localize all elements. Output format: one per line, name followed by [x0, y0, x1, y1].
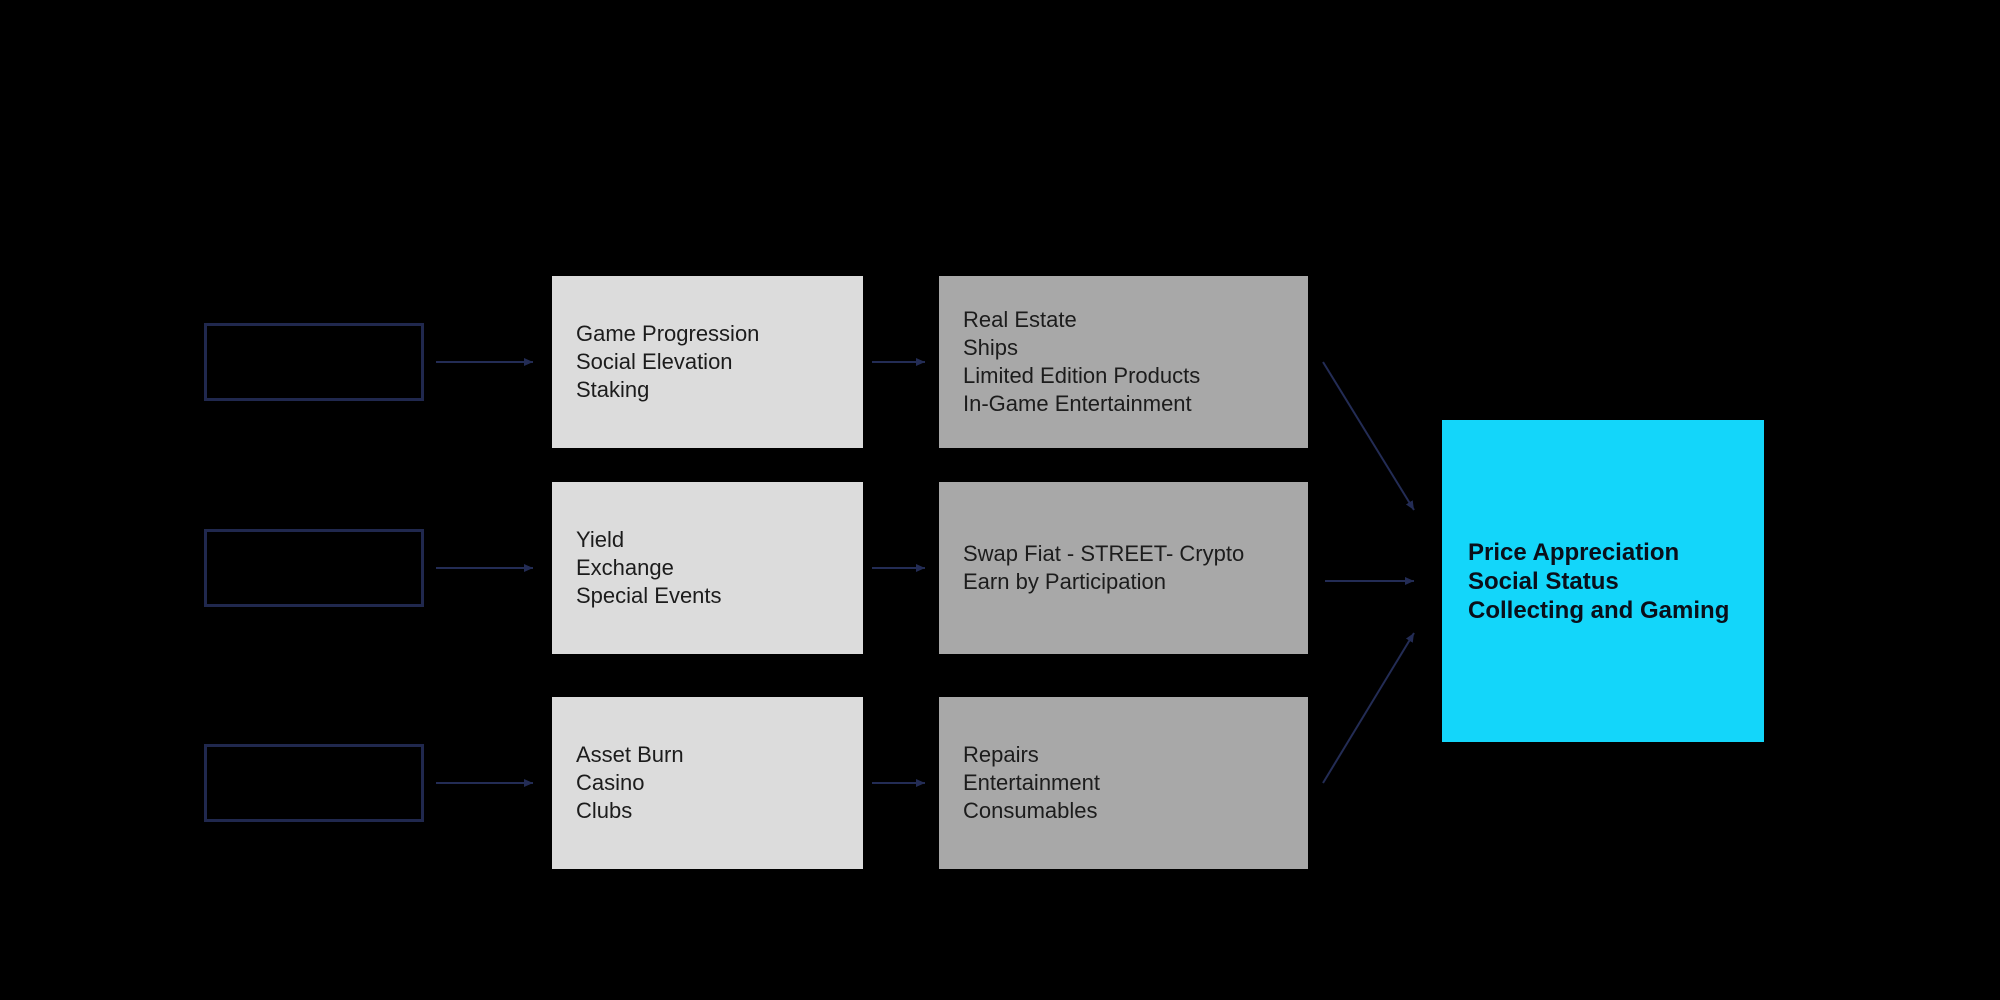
utility-box-1: Game Progression Social Elevation Stakin…	[552, 276, 863, 448]
sink-box-2: Swap Fiat - STREET- Crypto Earn by Parti…	[939, 482, 1308, 654]
input-box-2	[204, 529, 424, 607]
outcome-box-label: Price Appreciation Social Status Collect…	[1468, 538, 1730, 624]
outcome-box: Price Appreciation Social Status Collect…	[1442, 420, 1764, 742]
input-box-3	[204, 744, 424, 822]
utility-box-1-label: Game Progression Social Elevation Stakin…	[576, 321, 760, 402]
sink-box-3-label: Repairs Entertainment Consumables	[963, 742, 1100, 823]
sink-box-1-label: Real Estate Ships Limited Edition Produc…	[963, 307, 1201, 416]
input-box-1	[204, 323, 424, 401]
sink-box-2-label: Swap Fiat - STREET- Crypto Earn by Parti…	[963, 541, 1245, 594]
arrow-sink-to-outcome-3	[1322, 632, 1415, 784]
utility-box-2: Yield Exchange Special Events	[552, 482, 863, 654]
sink-box-3: Repairs Entertainment Consumables	[939, 697, 1308, 869]
utility-box-2-label: Yield Exchange Special Events	[576, 527, 722, 608]
utility-box-3: Asset Burn Casino Clubs	[552, 697, 863, 869]
utility-box-3-label: Asset Burn Casino Clubs	[576, 742, 684, 823]
arrow-sink-to-outcome-1	[1322, 361, 1415, 511]
sink-box-1: Real Estate Ships Limited Edition Produc…	[939, 276, 1308, 448]
